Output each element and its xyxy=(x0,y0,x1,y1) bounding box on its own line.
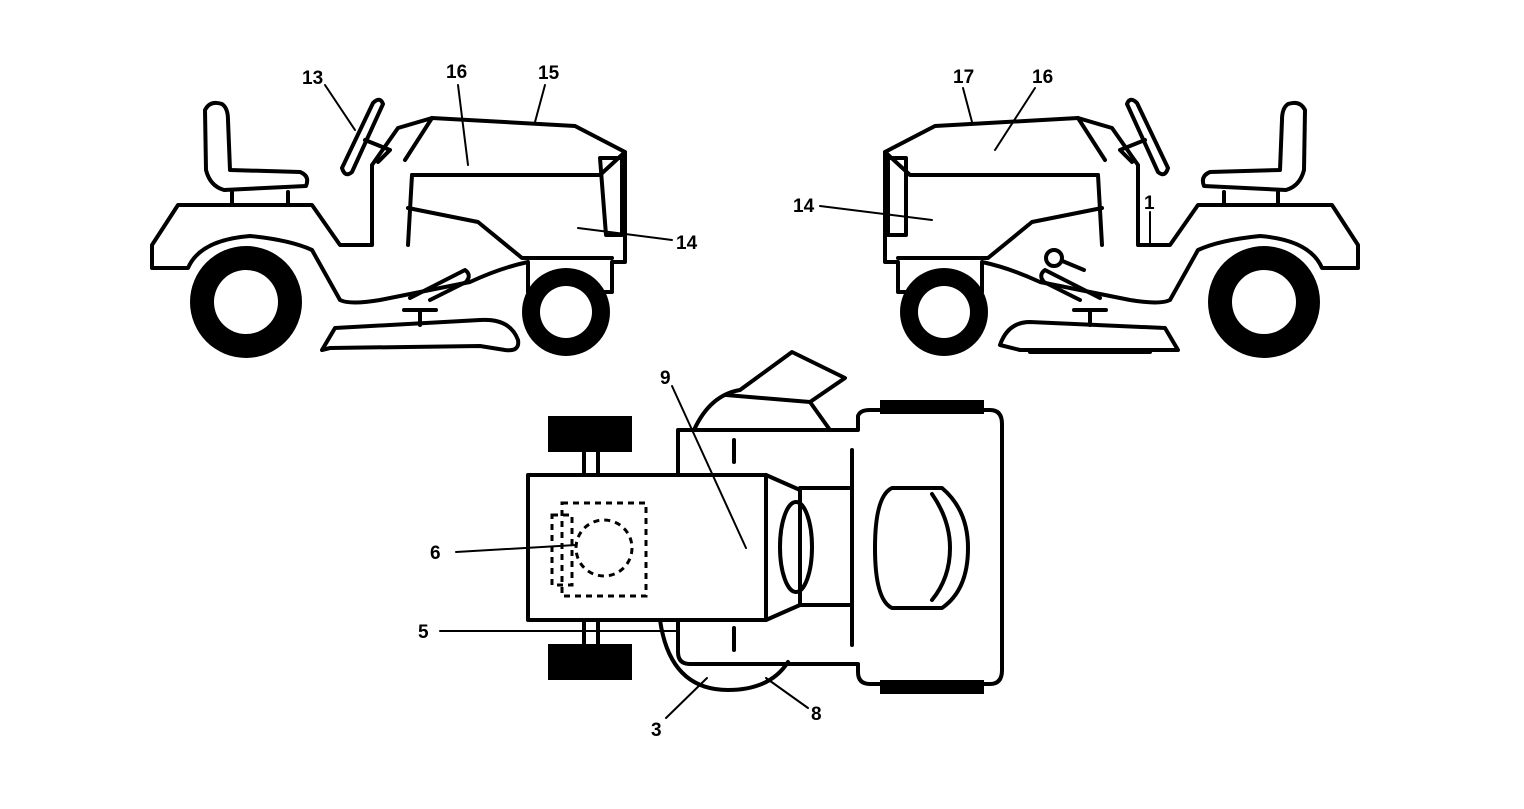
callout-6: 6 xyxy=(430,543,441,564)
top-view: 9 6 5 3 8 xyxy=(418,350,1004,741)
callout-9: 9 xyxy=(660,368,671,389)
rear-wheel xyxy=(1208,246,1320,358)
callout-16: 16 xyxy=(1032,67,1053,88)
rear-wheel xyxy=(190,246,302,358)
front-right-tire xyxy=(548,644,632,680)
callout-8: 8 xyxy=(811,704,822,725)
callout-1: 1 xyxy=(1144,193,1155,214)
callout-16: 16 xyxy=(446,62,467,83)
callout-13: 13 xyxy=(302,68,323,89)
hood xyxy=(526,473,768,622)
steering-wheel xyxy=(340,97,392,177)
seat xyxy=(873,486,970,610)
callout-17: 17 xyxy=(953,67,974,88)
fender xyxy=(150,116,627,305)
callout-14: 14 xyxy=(793,196,815,217)
front-wheel xyxy=(900,268,988,356)
callout-14: 14 xyxy=(676,233,698,254)
front-wheel xyxy=(522,268,610,356)
left-side-view: 13 16 15 14 xyxy=(150,62,698,358)
steering-wheel xyxy=(1118,97,1170,177)
mower-deck xyxy=(998,320,1180,352)
seat xyxy=(203,100,310,207)
chassis xyxy=(676,408,1004,686)
mower-deck xyxy=(320,317,521,353)
callout-3: 3 xyxy=(651,720,662,741)
right-side-view: 17 16 14 1 xyxy=(793,67,1360,358)
callout-15: 15 xyxy=(538,63,560,84)
discharge-chute xyxy=(692,350,847,432)
callout-5: 5 xyxy=(418,622,429,643)
fender xyxy=(883,116,1360,305)
front-left-tire xyxy=(548,416,632,452)
seat xyxy=(1200,100,1307,207)
